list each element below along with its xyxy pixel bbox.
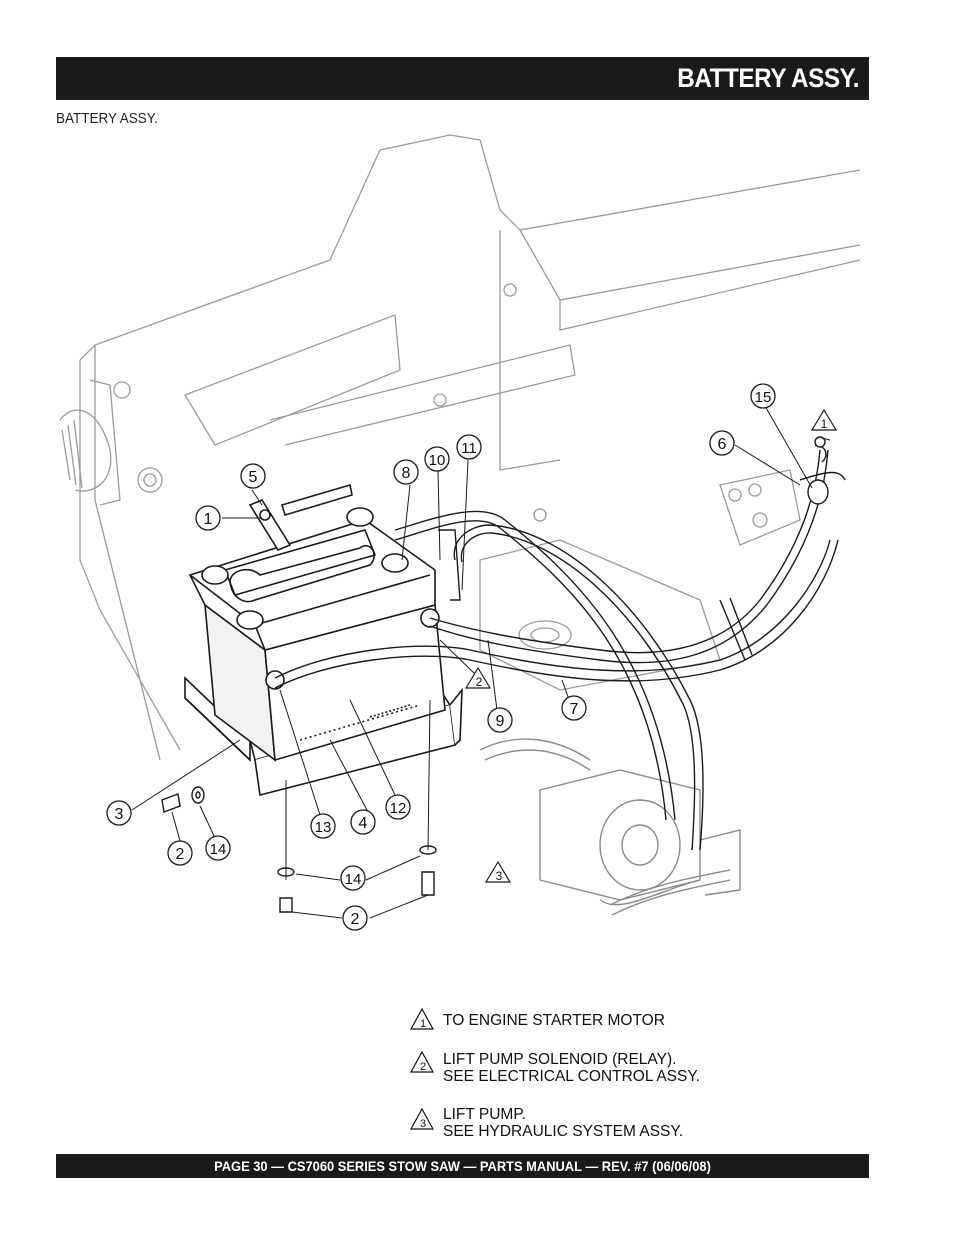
callout-6: 6 (709, 430, 735, 456)
footer-text: PAGE 30 — CS7060 SERIES STOW SAW — PARTS… (214, 1158, 711, 1174)
hold-down-bracket (248, 483, 353, 551)
svg-text:9: 9 (496, 713, 505, 730)
callout-12: 12 (385, 794, 411, 820)
svg-text:5: 5 (249, 469, 258, 486)
callout-11: 11 (456, 434, 482, 460)
svg-text:3: 3 (496, 869, 503, 883)
hardware (161, 436, 829, 913)
svg-text:1: 1 (821, 417, 828, 431)
callout-7: 7 (561, 695, 587, 721)
note-triangle-icon: 2 (410, 1051, 434, 1073)
svg-text:2: 2 (476, 675, 483, 689)
callout-13: 13 (310, 813, 336, 839)
footer-bar: PAGE 30 — CS7060 SERIES STOW SAW — PARTS… (56, 1154, 869, 1178)
callouts: 1 5 8 10 11 9 7 3 2 14 13 4 12 14 2 6 15 (106, 383, 776, 931)
note-markers: 1 2 3 (464, 408, 838, 883)
callout-14: 14 (205, 835, 231, 861)
svg-text:2: 2 (176, 846, 185, 863)
callout-1: 1 (195, 505, 221, 531)
battery-cables (274, 444, 846, 851)
callout-4: 4 (350, 809, 376, 835)
svg-text:12: 12 (390, 800, 407, 817)
note-triangle-icon: 3 (410, 1108, 434, 1130)
note-marker-2: 2 (464, 666, 492, 689)
svg-text:1: 1 (420, 1018, 426, 1030)
page-title: BATTERY ASSY. (677, 63, 859, 93)
callout-9: 9 (487, 707, 513, 733)
callout-5: 5 (240, 463, 266, 489)
svg-text:4: 4 (359, 815, 368, 832)
svg-text:14: 14 (210, 841, 227, 858)
svg-text:7: 7 (570, 701, 579, 718)
legend-text: TO ENGINE STARTER MOTOR (443, 1012, 665, 1029)
callout-2-b: 2 (342, 905, 368, 931)
callout-10: 10 (424, 446, 450, 472)
svg-text:2: 2 (351, 911, 360, 928)
callout-3: 3 (106, 800, 132, 826)
note-triangle-icon: 1 (410, 1008, 434, 1030)
lift-pump (479, 738, 741, 916)
svg-text:3: 3 (115, 806, 124, 823)
svg-text:13: 13 (315, 819, 332, 836)
battery (188, 507, 446, 762)
legend-text: LIFT PUMP SOLENOID (RELAY). (443, 1051, 677, 1068)
legend-text: SEE HYDRAULIC SYSTEM ASSY. (443, 1123, 684, 1140)
header-bar: BATTERY ASSY. (56, 57, 869, 100)
note-marker-1: 1 (810, 408, 838, 431)
svg-text:15: 15 (755, 389, 772, 406)
svg-text:10: 10 (429, 452, 446, 469)
diagram-caption: BATTERY ASSY. (56, 110, 158, 127)
svg-text:8: 8 (402, 465, 411, 482)
legend-text: LIFT PUMP. (443, 1106, 526, 1123)
legend-text: SEE ELECTRICAL CONTROL ASSY. (443, 1068, 700, 1085)
callout-15: 15 (750, 383, 776, 409)
callout-2: 2 (167, 840, 193, 866)
svg-text:6: 6 (718, 436, 727, 453)
svg-text:14: 14 (345, 871, 362, 888)
note-marker-3: 3 (484, 860, 512, 883)
battery-assembly-diagram: 1 5 8 10 11 9 7 3 2 14 13 4 12 14 2 6 15… (59, 134, 861, 931)
svg-text:1: 1 (204, 511, 213, 528)
svg-text:2: 2 (420, 1061, 426, 1073)
callout-8: 8 (393, 459, 419, 485)
svg-text:3: 3 (420, 1118, 426, 1130)
callout-14-b: 14 (340, 865, 366, 891)
svg-text:11: 11 (461, 440, 477, 457)
